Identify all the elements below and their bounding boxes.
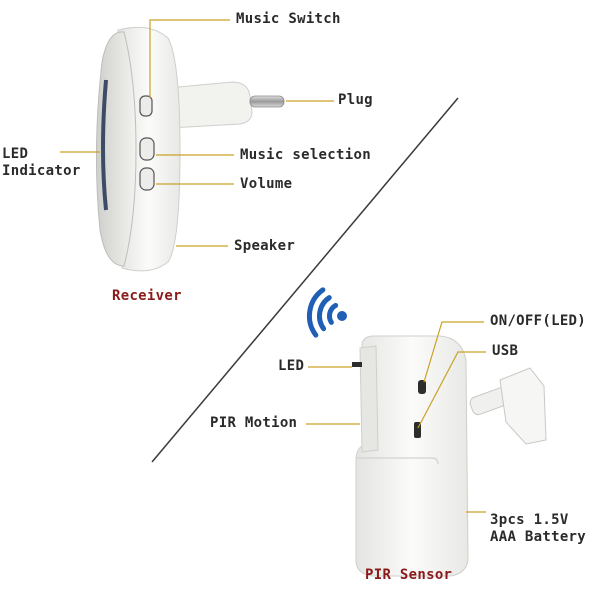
sensor-led	[352, 362, 362, 367]
label-music-switch: Music Switch	[236, 11, 341, 27]
led-indicator-rim	[101, 79, 108, 211]
leader-usb	[417, 351, 486, 429]
mount-plate	[499, 367, 547, 445]
on-off-switch	[418, 380, 426, 394]
receiver-device	[95, 26, 285, 272]
music-selection-button	[139, 137, 155, 161]
pir-lens	[359, 345, 379, 453]
label-led-indicator: LED Indicator	[2, 146, 81, 180]
receiver-caption: Receiver	[112, 288, 182, 304]
label-on-off: ON/OFF(LED)	[490, 313, 587, 329]
label-sensor-led: LED	[278, 358, 305, 374]
label-led-line2: Indicator	[2, 163, 81, 179]
wireless-signal-icon	[307, 287, 347, 338]
label-usb: USB	[492, 343, 519, 359]
label-battery-line1: 3pcs 1.5V	[490, 512, 569, 528]
label-battery-line2: AAA Battery	[490, 529, 587, 545]
label-volume: Volume	[240, 176, 293, 192]
receiver-leader-lines	[60, 19, 334, 247]
label-led-line1: LED	[2, 146, 29, 162]
sensor-leader-lines	[306, 321, 486, 513]
label-battery: 3pcs 1.5V AAA Battery	[490, 512, 586, 546]
music-switch-button	[139, 95, 153, 117]
pir-sensor-device	[352, 335, 547, 577]
label-pir-motion: PIR Motion	[210, 415, 298, 431]
sensor-caption: PIR Sensor	[365, 567, 453, 583]
label-music-selection: Music selection	[240, 147, 371, 163]
plug-housing	[167, 81, 253, 129]
battery-cover-seam	[356, 457, 439, 465]
leader-music-switch	[149, 19, 230, 98]
label-plug: Plug	[338, 92, 373, 108]
volume-button	[139, 167, 155, 191]
plug-pin	[249, 95, 285, 108]
diagonal-divider	[151, 97, 459, 463]
leader-on-off	[423, 321, 484, 383]
label-speaker: Speaker	[234, 238, 296, 254]
